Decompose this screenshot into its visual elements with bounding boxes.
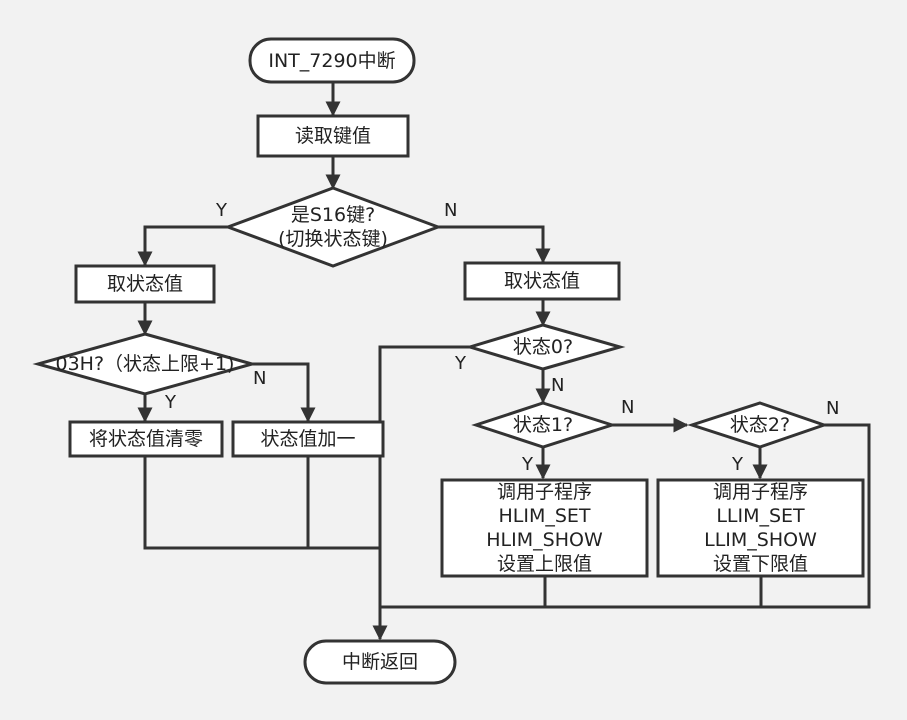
state1-label: 状态1? — [512, 414, 574, 436]
check-03h-yes-label: Y — [165, 392, 176, 413]
state0-yes-label: Y — [455, 353, 466, 374]
state2-decision — [687, 401, 829, 449]
state1-no-label: N — [621, 397, 635, 418]
hlim-subroutine-box — [440, 478, 649, 578]
check-03h-decision — [32, 332, 258, 396]
edge-03h-no — [252, 362, 316, 423]
state1-yes-label: Y — [522, 454, 533, 475]
s16-decision — [223, 186, 443, 268]
s16-yes-label: Y — [216, 200, 227, 221]
hlim-subroutine-label: 调用子程序 HLIM_SET HLIM_SHOW 设置上限值 — [442, 480, 647, 576]
clear-state-box — [68, 420, 224, 458]
clear-state-label: 将状态值清零 — [88, 428, 203, 450]
s16-decision-line2: (切换状态键) — [278, 228, 388, 250]
llim-subroutine-box — [656, 478, 865, 578]
check-03h-no-label: N — [253, 368, 267, 389]
llim-subroutine-label: 调用子程序 LLIM_SET LLIM_SHOW 设置下限值 — [658, 480, 863, 576]
hlim-line-4: 设置上限值 — [496, 553, 592, 575]
edge-s16-yes — [137, 225, 228, 267]
llim-line-2: LLIM_SET — [716, 505, 805, 527]
state2-no-label: N — [826, 398, 840, 419]
get-state-right-box — [463, 261, 621, 301]
read-key-box — [256, 114, 410, 158]
s16-decision-label: 是S16键? (切换状态键) — [250, 200, 416, 254]
get-state-right-label: 取状态值 — [503, 270, 580, 292]
increment-state-box — [231, 420, 385, 458]
llim-line-4: 设置下限值 — [712, 553, 808, 575]
s16-decision-line1: 是S16键? — [290, 204, 376, 226]
get-state-left-label: 取状态值 — [106, 273, 183, 295]
state0-no-label: N — [551, 375, 565, 396]
llim-line-1: 调用子程序 — [712, 481, 808, 503]
state1-decision — [471, 401, 617, 449]
edge-state0-yes-to-end — [372, 345, 470, 641]
get-state-left-box — [74, 264, 216, 304]
hlim-line-2: HLIM_SET — [498, 505, 591, 527]
end-label: 中断返回 — [341, 651, 418, 673]
llim-line-3: LLIM_SHOW — [704, 529, 817, 551]
hlim-line-1: 调用子程序 — [496, 481, 592, 503]
increment-state-label: 状态值加一 — [260, 428, 356, 450]
check-03h-label: 03H?（状态上限+1) — [55, 353, 235, 375]
state0-decision — [464, 323, 626, 371]
s16-no-label: N — [444, 200, 458, 221]
start-label: INT_7290中断 — [268, 49, 396, 72]
state0-label: 状态0? — [512, 336, 574, 358]
state2-yes-label: Y — [732, 454, 743, 475]
edge-state2-no — [380, 423, 871, 609]
start-terminator — [248, 37, 416, 84]
read-key-label: 读取键值 — [294, 125, 371, 147]
hlim-line-3: HLIM_SHOW — [486, 529, 603, 551]
edge-clear-to-merge — [143, 456, 380, 550]
end-terminator — [303, 639, 457, 685]
edge-s16-no — [438, 225, 551, 264]
state2-label: 状态2? — [729, 414, 791, 436]
